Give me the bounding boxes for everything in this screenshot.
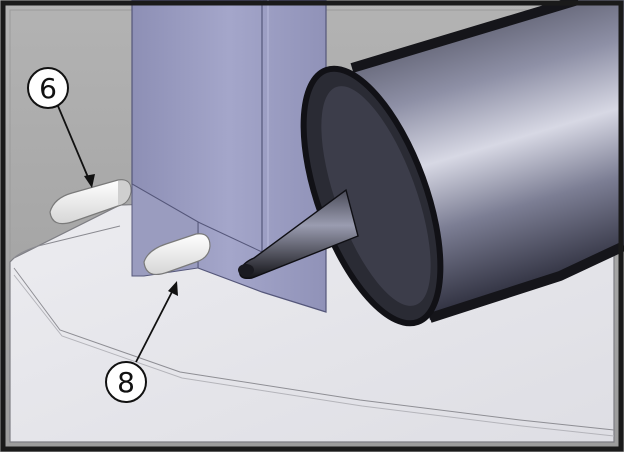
callout-6-circle bbox=[27, 67, 69, 109]
panel-front-edge bbox=[13, 267, 615, 431]
caulk-tube-rim-inner bbox=[321, 86, 431, 306]
caulk-nozzle-tip bbox=[238, 264, 254, 276]
caulk-tube-top-edge bbox=[350, 0, 580, 73]
sealant-bead-left-end bbox=[117, 179, 132, 207]
callout-6-label: 6 bbox=[39, 72, 57, 105]
callout-8-arrowhead bbox=[168, 281, 178, 296]
sealant-bead-middle bbox=[143, 233, 211, 275]
callout-8-circle bbox=[105, 361, 147, 403]
callout-6: 6 bbox=[27, 67, 95, 188]
callout-6-arrowhead bbox=[84, 174, 95, 188]
caulk-tube-bottom-edge bbox=[428, 241, 624, 323]
bracket-edge-left bbox=[197, 221, 263, 253]
callout-8-leader bbox=[135, 287, 175, 363]
callout-6-leader bbox=[57, 105, 91, 183]
panel-top-rim bbox=[13, 225, 121, 259]
callout-8-label: 8 bbox=[117, 366, 135, 399]
callout-8: 8 bbox=[105, 281, 178, 403]
panel-front-edge-inner bbox=[13, 274, 615, 437]
